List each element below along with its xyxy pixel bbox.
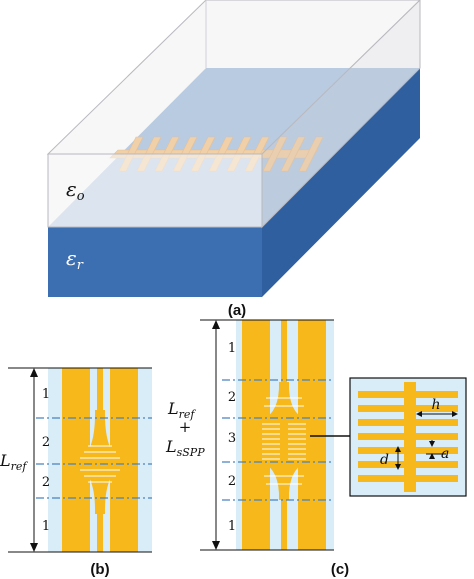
panel-c-length-label-ref: Lref	[167, 399, 196, 421]
panel-b-transition-fingers	[80, 445, 120, 483]
panel-c-sspp-region	[262, 420, 306, 462]
panel-c-length-plus: +	[179, 418, 192, 436]
panel-b-transition	[75, 410, 125, 514]
panel-c-length-label-sspp: LsSPP	[165, 437, 205, 459]
panel-c-section-lines	[222, 379, 334, 501]
inset-fingers	[358, 391, 458, 482]
panel-c-sspp-slots	[262, 397, 306, 485]
panel-b-section-lines	[36, 417, 152, 499]
substrate-front	[48, 227, 262, 297]
panel-c-region-5: 1	[228, 519, 236, 534]
panel-c-transition-upper	[262, 382, 306, 420]
air-box	[46, 0, 421, 229]
panel-b-region-1: 1	[42, 387, 50, 402]
panel-a: εo εr (a)	[46, 0, 421, 319]
panel-b-region-2: 2	[42, 435, 50, 450]
panel-c-transition-lower	[262, 462, 306, 500]
inset-a-label: a	[441, 446, 449, 462]
inset-h-label: h	[431, 397, 440, 413]
inset-detail: h d a	[349, 377, 467, 497]
panel-c-region-2: 2	[228, 390, 236, 405]
panel-b-region-4: 1	[42, 519, 50, 534]
caption-a: (a)	[228, 302, 246, 319]
panel-b: Lref 1 2 2 1 (b)	[0, 367, 152, 578]
panel-c-region-4: 2	[228, 474, 236, 489]
panel-c-region-1: 1	[228, 341, 236, 356]
panel-c-region-3: 3	[228, 431, 236, 446]
substrate-side	[262, 68, 420, 297]
eps-substrate-label: εr	[66, 246, 84, 273]
air-box-front	[47, 153, 263, 228]
inset-d-label: d	[380, 452, 389, 468]
panel-b-region-3: 2	[42, 475, 50, 490]
caption-b: (b)	[90, 561, 109, 578]
eps-air-label: εo	[66, 177, 85, 204]
panel-b-length-label: Lref	[0, 451, 28, 473]
panel-c: Lref + LsSPP 1 2 3 2 1	[165, 319, 467, 578]
caption-c: (c)	[331, 561, 349, 578]
